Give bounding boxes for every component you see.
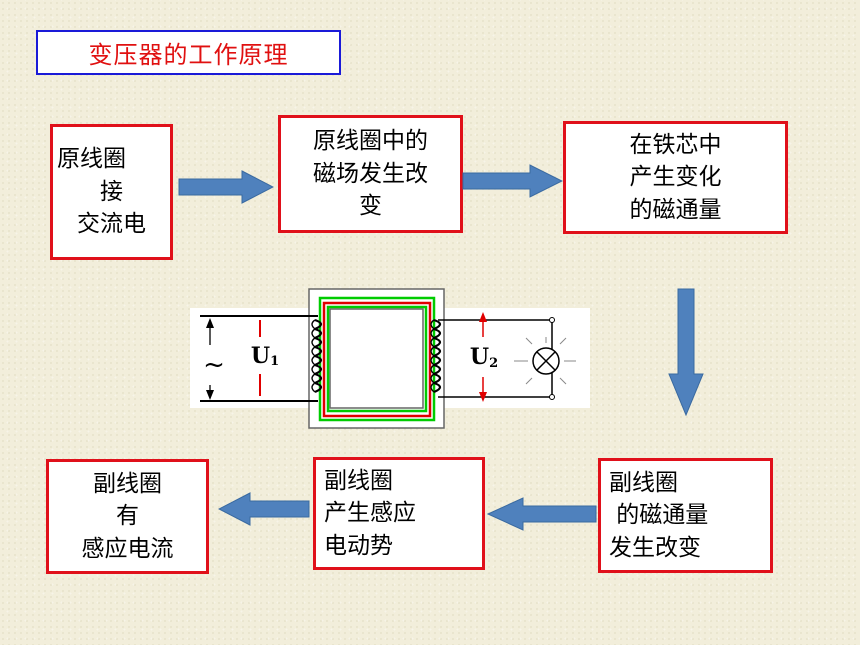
secondary-coil [430,318,442,394]
step-line: 磁场发生改 [313,160,428,187]
step-line: 变 [359,193,382,220]
primary-coil [311,318,323,394]
step-line: 副线圈 [324,467,393,494]
step-line: 的磁通量 [629,196,722,223]
step-line: 产生感应 [324,500,416,527]
u2-symbol: U [469,344,490,370]
step-line: 原线圈中的 [313,128,428,155]
arrow-right-icon [178,170,274,204]
arrow-left-icon [487,497,597,531]
step-line: 在铁芯中 [629,131,722,158]
arrow-right-icon [462,164,563,198]
step-line: 副线圈 [609,469,678,496]
step-line: 有 [116,503,139,530]
u2-subscript: 2 [489,355,499,371]
step-box-core-flux: 在铁芯中 产生变化 的磁通量 [563,121,788,234]
step-box-primary-field: 原线圈中的 磁场发生改 变 [278,115,463,233]
arrow-down-icon [668,288,704,416]
step-box-secondary-emf: 副线圈 产生感应 电动势 [313,457,485,570]
arrow-left-icon [218,492,310,526]
step-box-secondary-flux: 副线圈 的磁通量 发生改变 [598,458,773,573]
step-line: 原线圈 [57,146,126,173]
transformer-diagram [190,288,590,429]
step-box-primary-ac: 原线圈 接 交流电 [50,124,173,260]
step-line: 交流电 [77,211,146,238]
lamp-icon [514,337,576,385]
u1-subscript: 1 [270,354,280,369]
ac-source-symbol: ~ [193,345,235,385]
step-line: 感应电流 [81,535,174,562]
step-line: 电动势 [324,532,393,559]
step-line: 的磁通量 [609,502,709,529]
step-line: 发生改变 [609,534,701,561]
step-line: 副线圈 [93,470,162,497]
u1-symbol: U [250,342,271,369]
step-box-secondary-current: 副线圈 有 感应电流 [46,459,209,574]
page-title: 变压器的工作原理 [36,30,341,75]
step-line: 产生变化 [629,164,722,191]
step-line: 接 [100,178,123,205]
